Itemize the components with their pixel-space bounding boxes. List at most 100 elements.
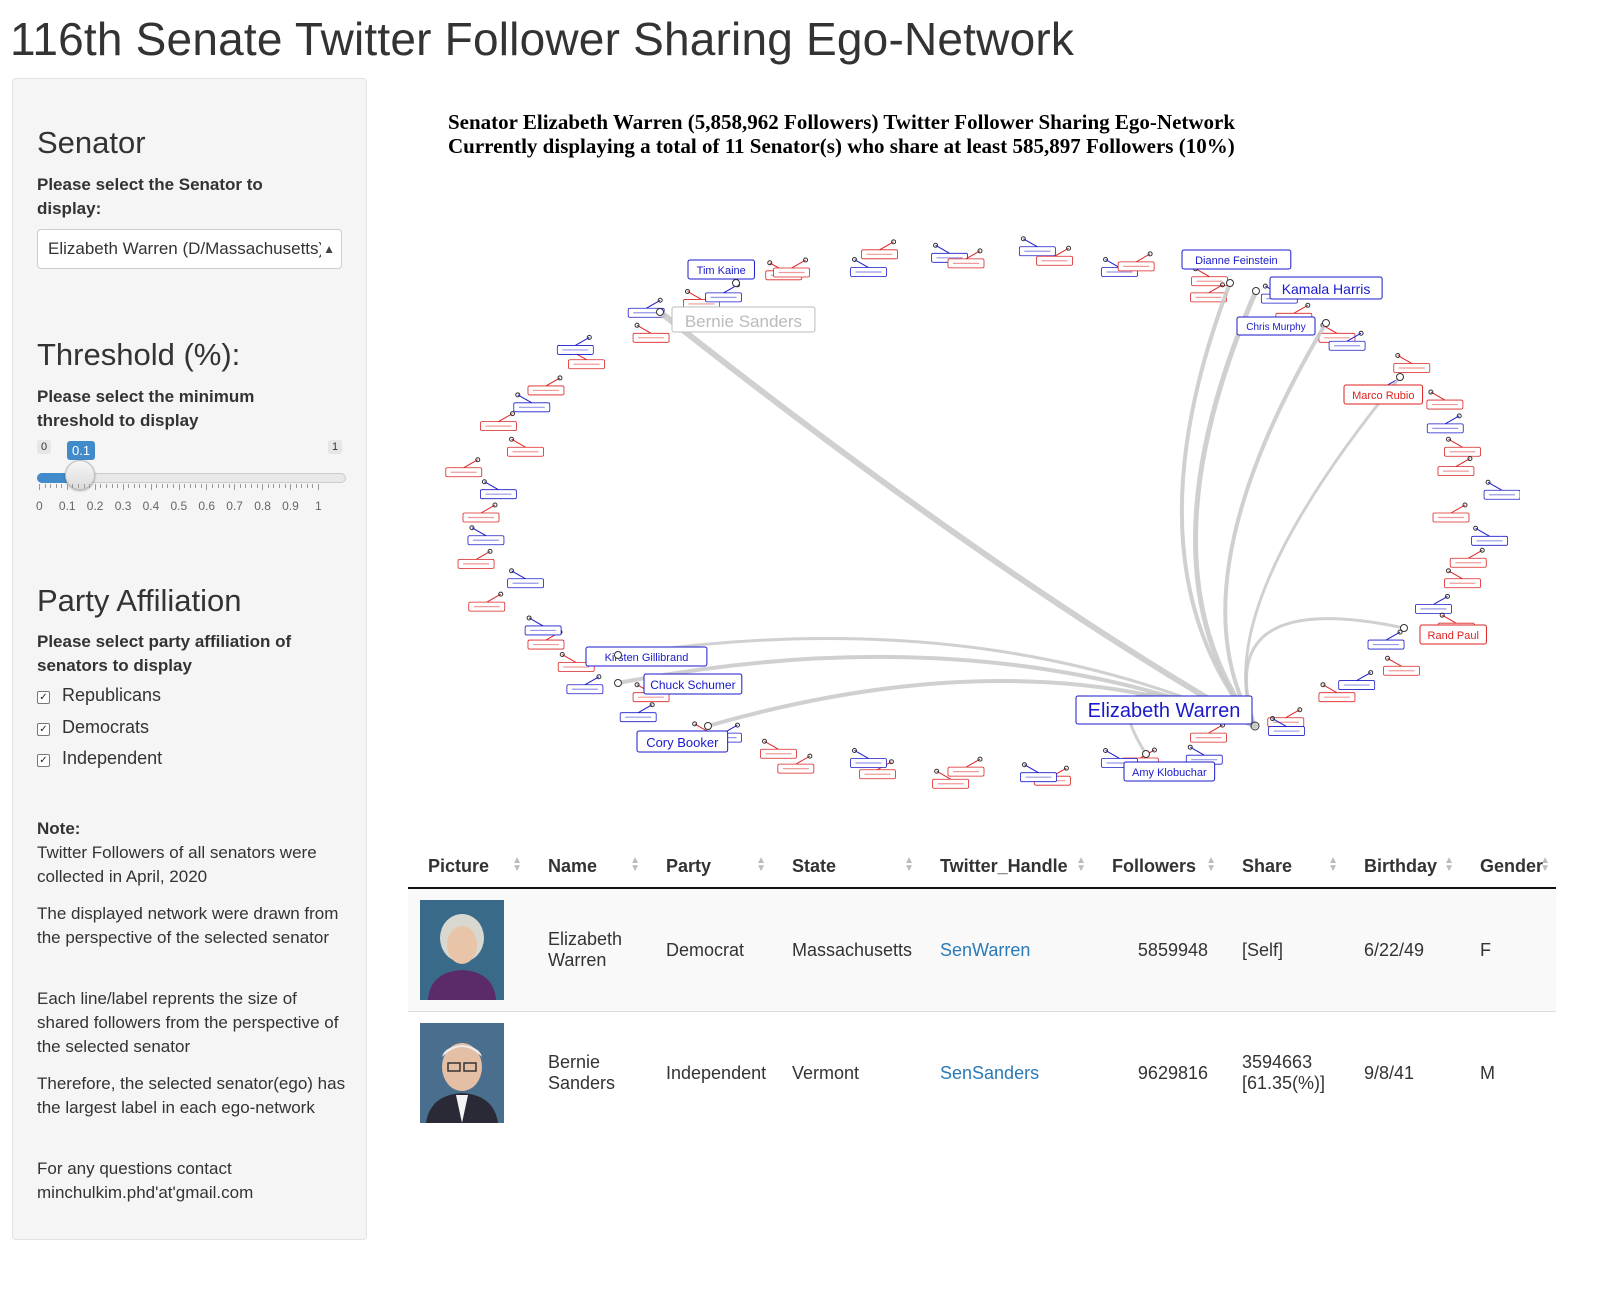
minor-senator-node [1432,502,1470,523]
ego-network-graph[interactable]: Elizabeth Warren Bernie Sanders Tim Kaine D… [440,215,1520,805]
minor-senator-node [468,591,506,612]
ego-label: Elizabeth Warren [1088,700,1241,722]
col-header[interactable]: Followers▲▼ [1092,845,1222,889]
minor-senator-node [947,756,985,777]
minor-senator-node [850,747,887,768]
checkbox-checked-icon[interactable]: ✓ [37,691,50,704]
slider-minor-tick [50,484,52,488]
slider-tick-label: 0.7 [226,499,243,513]
slider-minor-tick [295,484,297,488]
senator-label-node[interactable]: Tim Kaine [687,259,755,287]
name-cell: Elizabeth Warren [528,887,646,1012]
minor-senator-node [557,652,595,672]
senator-label-node[interactable]: Bernie Sanders [656,306,816,333]
minor-senator-node [566,674,604,695]
slider-tick [206,484,208,490]
minor-senator-node [859,759,896,780]
slider-minor-tick [105,484,107,488]
state-cell: Vermont [772,1011,920,1134]
slider-minor-tick [301,484,303,488]
senator-select[interactable]: Elizabeth Warren (D/Massachusetts) ▲ [37,229,342,269]
senator-label-node[interactable]: Marco Rubio [1343,373,1424,405]
slider-minor-tick [239,484,241,488]
slider-handle[interactable] [65,460,95,490]
party-checkbox-republicans[interactable]: ✓ Republicans [37,685,161,706]
note-text: Therefore, the selected senator(ego) has… [37,1074,346,1117]
col-header[interactable]: Twitter_Handle▲▼ [920,845,1092,889]
twitter-handle-link[interactable]: SenSanders [940,1062,1040,1083]
senator-label-node[interactable]: Chris Murphy [1236,316,1330,336]
minor-senator-node [619,702,657,723]
slider-tick-label: 0.6 [198,499,216,513]
col-header[interactable]: Party▲▼ [646,845,772,889]
minor-senator-node [932,768,970,789]
slider-minor-tick [211,484,213,488]
minor-senator-node [760,738,797,759]
minor-senator-node [527,375,565,396]
senator-label-text: Kamala Harris [1282,281,1371,297]
senator-label-node[interactable]: Amy Klobuchar [1123,750,1216,782]
col-header[interactable]: Gender▲▼ [1460,845,1556,889]
sidebar: Senator Please select the Senator to dis… [12,78,367,1240]
senator-label-text: Tim Kaine [697,265,746,277]
slider-minor-tick [100,484,102,488]
minor-senator-node [1383,655,1420,676]
gender-cell: M [1460,1011,1556,1134]
party-cell: Democrat [646,887,772,1012]
slider-minor-tick [306,484,308,488]
minor-senator-node [457,548,495,569]
senator-label-node[interactable]: Rand Paul [1400,624,1487,645]
table-row: Bernie Sanders Independent Vermont SenSa… [408,1011,1556,1134]
senator-heading: Senator [37,125,146,160]
minor-senator-node [1444,436,1481,457]
slider-minor-tick [172,484,174,488]
sort-icon: ▲▼ [630,855,640,874]
ego-node: Elizabeth Warren [1075,695,1260,731]
select-arrows-icon: ▲ [321,230,335,268]
minor-senator-node [1190,722,1227,743]
minor-senator-node [1437,456,1475,476]
senator-label-node[interactable]: Dianne Feinstein [1181,249,1292,287]
minor-senator-node [1444,568,1481,589]
minor-senator-node [850,257,887,277]
slider-max-label: 1 [328,440,343,454]
slider-minor-tick [195,484,197,488]
followers-cell: 5859948 [1092,887,1222,1012]
checkbox-checked-icon[interactable]: ✓ [37,754,50,767]
senator-label-text: Marco Rubio [1352,390,1414,402]
party-cell: Independent [646,1011,772,1134]
slider-minor-tick [167,484,169,488]
senator-label-node[interactable]: Cory Booker [614,651,729,753]
party-option-label: Republicans [62,685,162,705]
senator-label-node[interactable]: Chuck Schumer [643,673,743,730]
minor-senator-node [467,525,505,546]
col-header[interactable]: State▲▼ [772,845,920,889]
minor-senator-node [1367,629,1405,650]
party-checkbox-democrats[interactable]: ✓Democrats [37,717,149,738]
slider-minor-tick [312,484,314,488]
minor-senator-node [479,479,517,500]
minor-senator-node [1318,682,1356,703]
checkbox-checked-icon[interactable]: ✓ [37,723,50,736]
slider-tick [290,484,292,490]
note-text: Each line/label reprents the size of sha… [37,989,339,1056]
senator-label-text: Kirsten Gillibrand [605,652,689,664]
col-header[interactable]: Birthday▲▼ [1344,845,1460,889]
minor-senator-node [1471,525,1509,546]
slider-tick-label: 0.9 [282,499,299,513]
network-title-line2: Currently displaying a total of 11 Senat… [448,134,1235,158]
col-header[interactable]: Name▲▼ [528,845,646,889]
party-checkbox-independent[interactable]: ✓Independent [37,748,162,769]
twitter-handle-link[interactable]: SenWarren [940,939,1031,960]
col-header[interactable]: Share▲▼ [1222,845,1344,889]
sort-icon: ▲▼ [1444,855,1454,874]
senator-label-node[interactable]: Kamala Harris [1252,276,1383,300]
share-cell: 3594663 [61.35(%)] [1222,1011,1344,1134]
picture-cell [408,887,528,1012]
network-edge [1179,281,1257,728]
slider-tick-label: 0.5 [170,499,188,513]
minor-senator-node [627,297,665,318]
col-header[interactable]: Picture▲▼ [408,845,528,889]
slider-minor-tick [256,484,258,488]
slider-minor-tick [251,484,253,488]
